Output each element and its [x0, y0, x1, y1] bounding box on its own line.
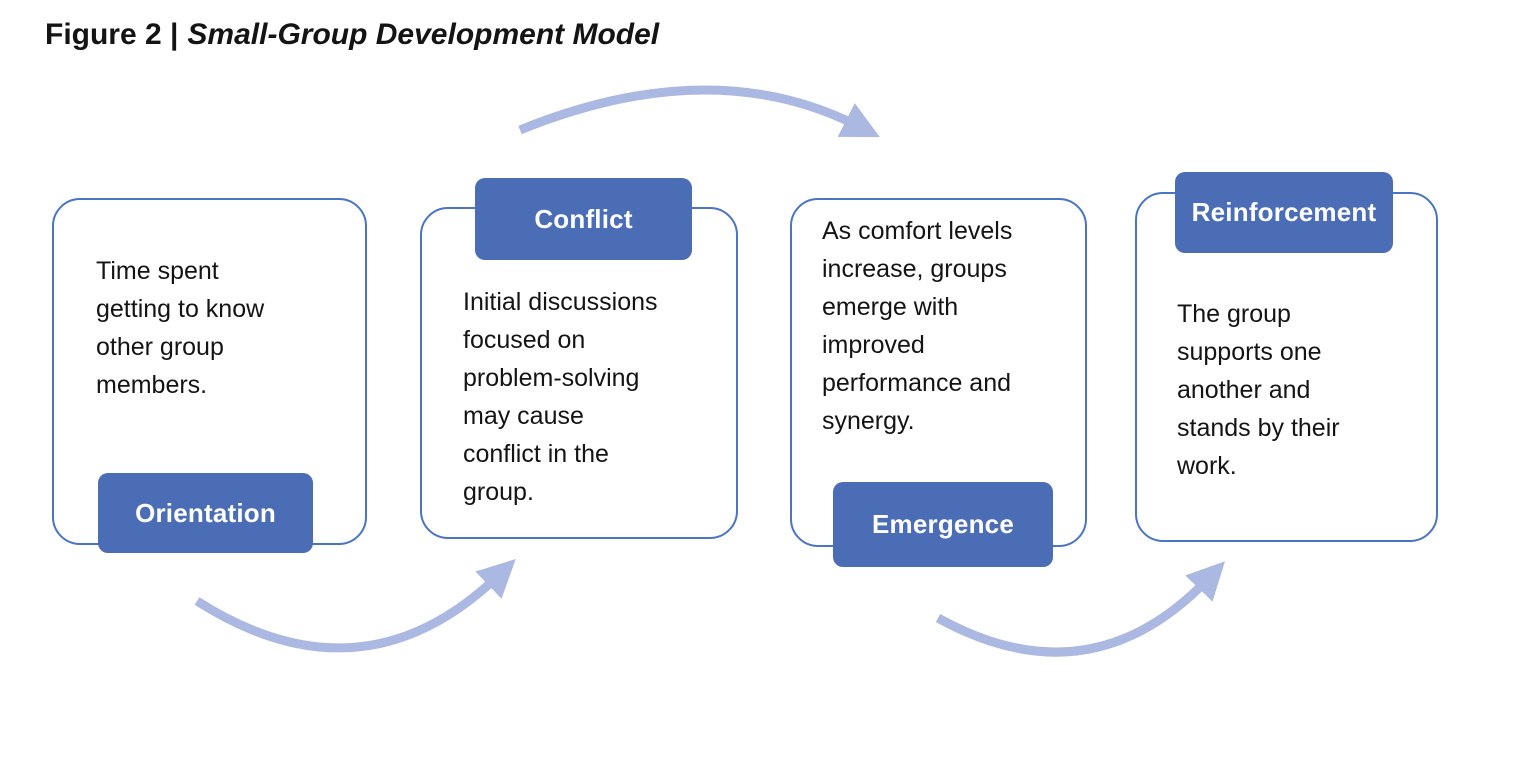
arrow-emergence-to-reinforcement	[935, 561, 1226, 657]
stage-description-orientation: Time spent getting to know other group m…	[96, 257, 265, 399]
figure-title-name: Small-Group Development Model	[187, 18, 660, 51]
stage-label-reinforcement: Reinforcement	[1175, 172, 1393, 253]
stage-label-emergence-text: Emergence	[872, 509, 1014, 539]
figure-title-prefix: Figure 2 |	[45, 18, 179, 51]
stage-label-orientation-text: Orientation	[135, 497, 276, 528]
stage-label-conflict-text: Conflict	[534, 203, 633, 234]
arrow-orientation-to-conflict	[194, 559, 516, 653]
figure-title: Figure 2 |Small-Group Development Model	[45, 18, 659, 52]
stage-label-conflict: Conflict	[475, 178, 692, 260]
stage-description-reinforcement: The group supports one another and stand…	[1177, 300, 1340, 480]
arrow-conflict-to-emergence	[518, 85, 880, 138]
stage-label-orientation: Orientation	[98, 473, 313, 553]
stage-description-emergence: As comfort levels increase, groups emerg…	[822, 217, 1013, 435]
stage-label-emergence: Emergence	[833, 482, 1053, 567]
stage-box-conflict	[420, 207, 738, 539]
stage-description-conflict: Initial discussions focused on problem-s…	[463, 288, 658, 506]
stage-label-reinforcement-text: Reinforcement	[1191, 197, 1377, 227]
